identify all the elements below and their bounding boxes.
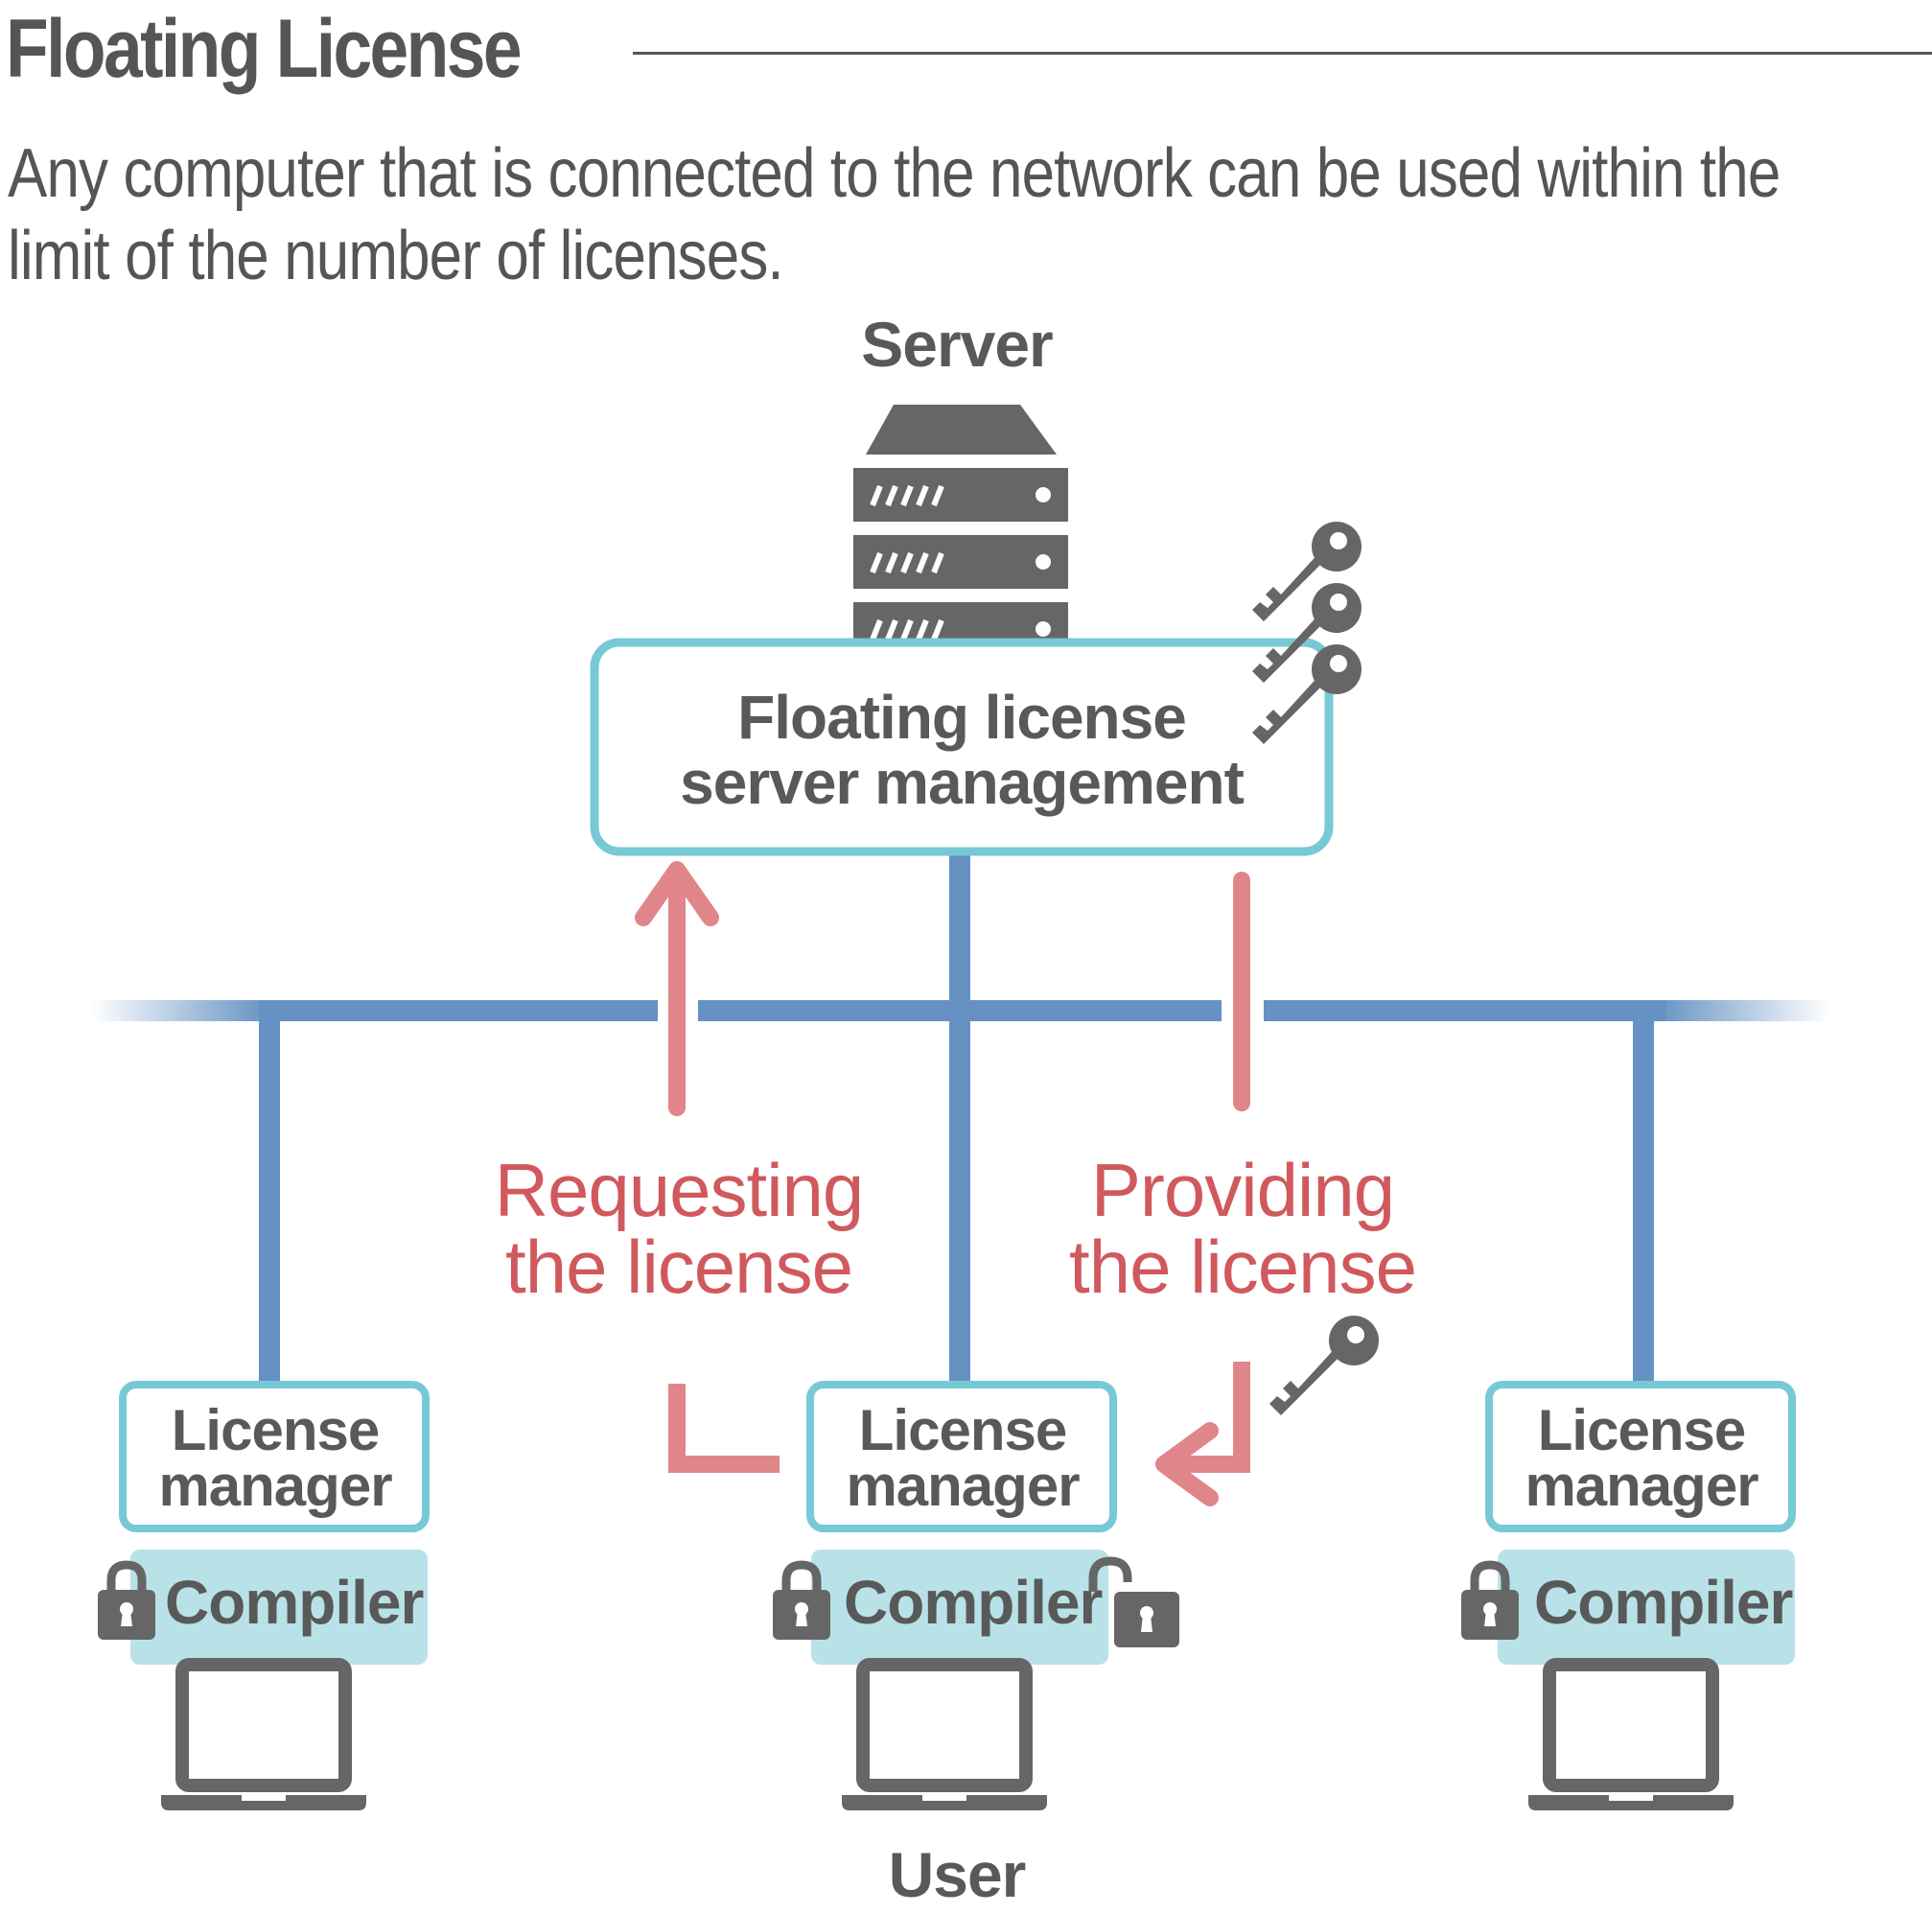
network-drop-left xyxy=(259,1000,280,1381)
compiler-label: Compiler xyxy=(844,1568,1102,1637)
server-icon xyxy=(853,405,1068,656)
page-title: Floating License xyxy=(6,3,523,95)
network-fade-right xyxy=(1657,1000,1829,1021)
license-manager-line1: License xyxy=(1538,1398,1745,1462)
compiler-label: Compiler xyxy=(165,1568,423,1637)
network-drop-center xyxy=(949,855,970,1381)
network-backbone-left xyxy=(259,1000,658,1021)
client-center: License manager Compiler xyxy=(773,1381,1179,1810)
network-lines xyxy=(91,855,1829,1381)
compiler-box xyxy=(130,1550,428,1665)
laptop-icon xyxy=(842,1665,1047,1810)
key-icon xyxy=(1269,1316,1379,1415)
compiler-box xyxy=(1498,1550,1795,1665)
client-right: License manager Compiler xyxy=(1461,1381,1796,1810)
request-label-line2: the license xyxy=(505,1225,852,1309)
provide-arrow xyxy=(1155,872,1250,1506)
license-manager-line1: License xyxy=(859,1398,1066,1462)
license-manager-box xyxy=(119,1381,430,1532)
compiler-label: Compiler xyxy=(1534,1568,1792,1637)
provide-label-line2: the license xyxy=(1069,1225,1416,1309)
laptop-icon xyxy=(1528,1665,1734,1810)
user-label: User xyxy=(889,1839,1026,1910)
license-server-subtitle: server management xyxy=(680,748,1244,817)
license-server-title: Floating license xyxy=(737,683,1186,752)
license-manager-box xyxy=(806,1381,1117,1532)
compiler-box xyxy=(811,1550,1108,1665)
description-line-2: limit of the number of licenses. xyxy=(8,218,784,294)
license-server-box xyxy=(590,638,1334,856)
network-fade-left xyxy=(91,1000,268,1021)
server-label: Server xyxy=(861,309,1053,380)
title-divider xyxy=(633,52,1932,55)
page-description: Any computer that is connected to the ne… xyxy=(8,132,1822,297)
network-drop-right xyxy=(1633,1000,1654,1381)
description-line-1: Any computer that is connected to the ne… xyxy=(8,135,1781,212)
license-manager-box xyxy=(1485,1381,1796,1532)
license-manager-line2: manager xyxy=(1525,1454,1758,1518)
request-label-line1: Requesting xyxy=(495,1148,864,1232)
license-manager-line1: License xyxy=(172,1398,379,1462)
license-manager-line2: manager xyxy=(158,1454,392,1518)
provide-label-line1: Providing xyxy=(1091,1148,1394,1232)
client-left: License manager Compiler xyxy=(98,1381,430,1810)
laptop-icon xyxy=(161,1665,366,1810)
unlock-icon xyxy=(1088,1556,1179,1647)
request-arrow xyxy=(635,861,780,1473)
license-manager-line2: manager xyxy=(846,1454,1080,1518)
network-backbone-right xyxy=(1264,1000,1666,1021)
